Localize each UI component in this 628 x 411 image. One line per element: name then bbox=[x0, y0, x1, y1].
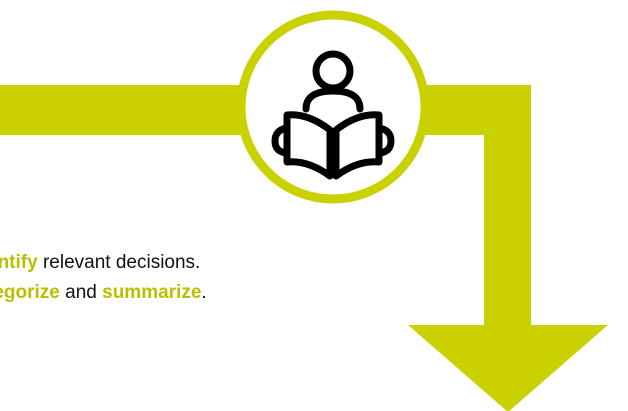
arrow-head bbox=[408, 325, 608, 411]
description-line-2: tegorize and summarize. bbox=[0, 278, 407, 308]
description-text: entify relevant decisions. tegorize and … bbox=[0, 248, 407, 308]
highlight-identify: entify bbox=[0, 252, 38, 273]
line2-middle: and bbox=[59, 282, 103, 303]
highlight-summarize: summarize bbox=[102, 282, 202, 303]
line1-rest: relevant decisions. bbox=[37, 252, 201, 273]
description-line-1: entify relevant decisions. bbox=[0, 248, 407, 278]
line2-end: . bbox=[201, 282, 207, 303]
arrow-vertical-shaft bbox=[484, 85, 531, 330]
reader-icon bbox=[271, 50, 395, 180]
highlight-categorize: tegorize bbox=[0, 282, 60, 303]
